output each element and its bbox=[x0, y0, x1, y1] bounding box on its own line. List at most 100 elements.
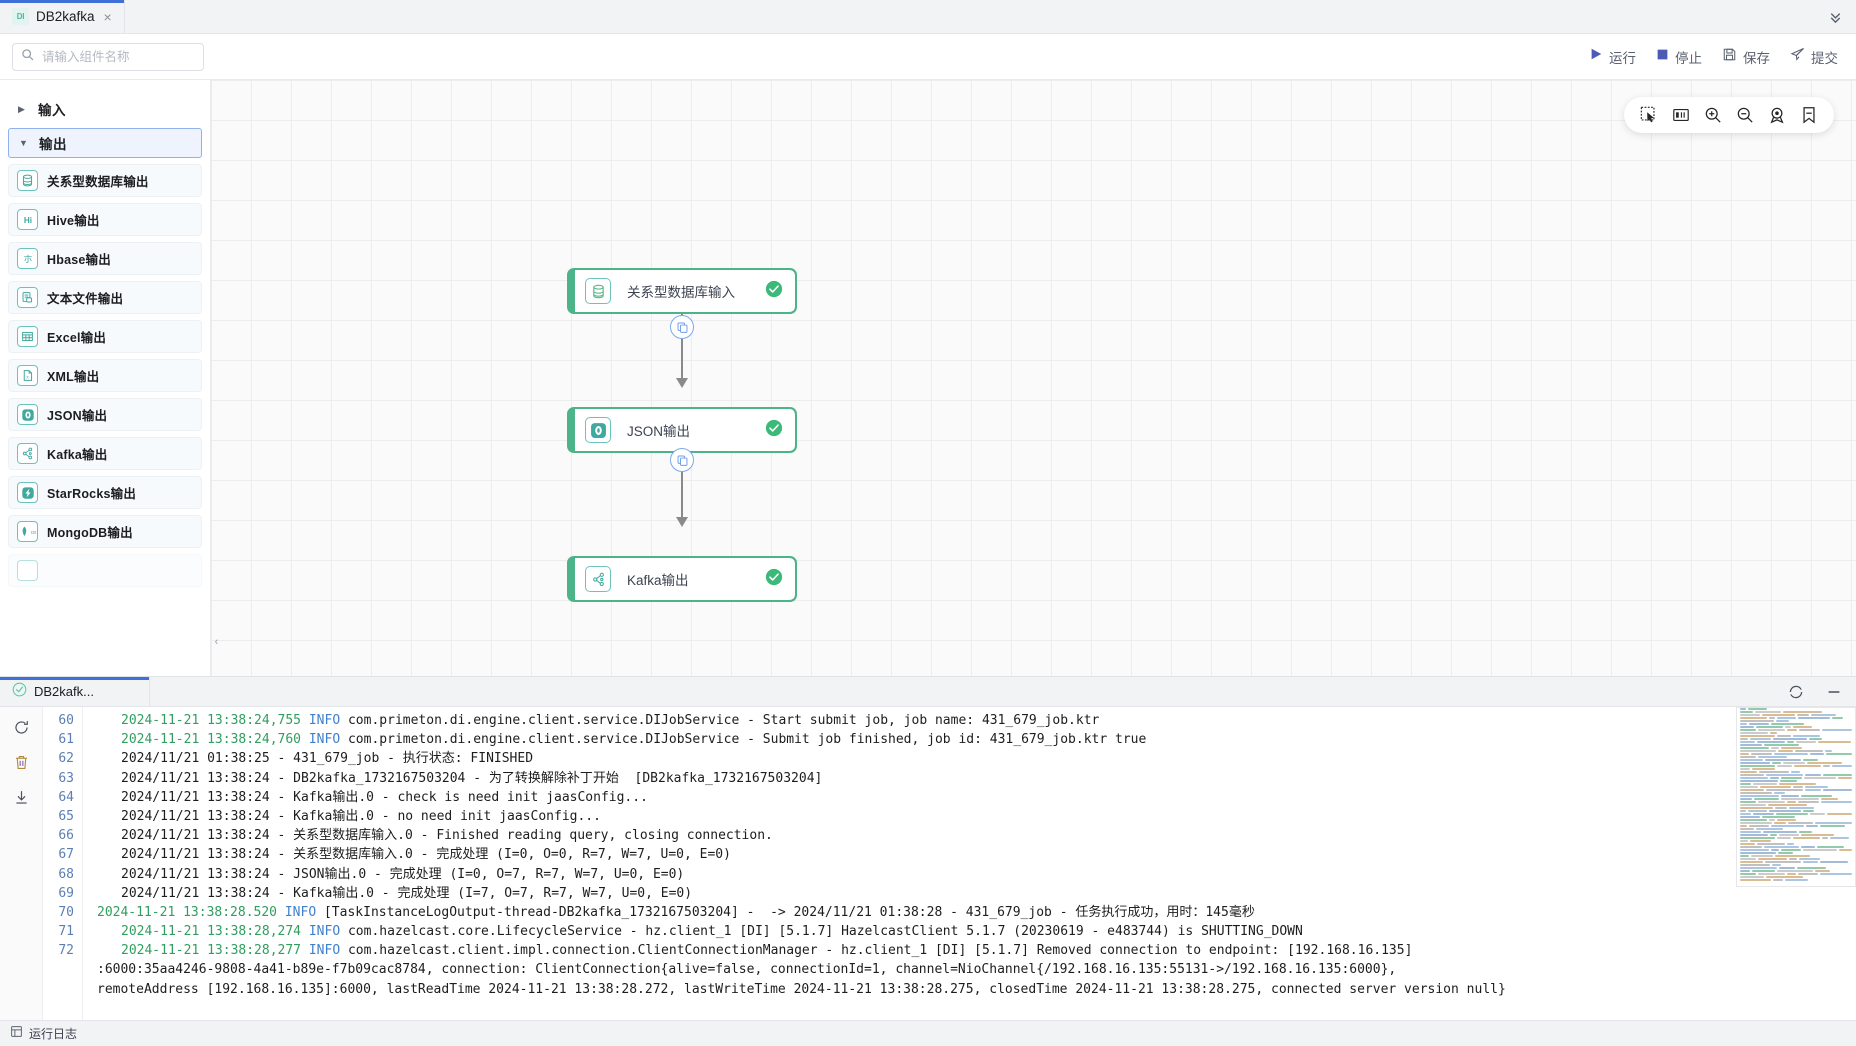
flow-node-rdb-input[interactable]: 关系型数据库输入 bbox=[567, 268, 797, 314]
run-button[interactable]: 运行 bbox=[1589, 47, 1636, 67]
minimap-row bbox=[1737, 723, 1855, 726]
stop-label: 停止 bbox=[1675, 50, 1702, 66]
palette-group-input[interactable]: ▶ 输入 bbox=[8, 94, 202, 124]
palette-item-mongodb-output[interactable]: DB MongoDB输出 bbox=[8, 515, 202, 548]
log-tab-db2kafka[interactable]: DB2kafk... bbox=[0, 677, 150, 706]
minimap-row bbox=[1737, 711, 1855, 714]
log-line-number: 68 bbox=[58, 866, 74, 882]
minimap-row bbox=[1737, 786, 1855, 789]
flow-canvas[interactable]: 关系型数据库输入 bbox=[211, 80, 1856, 676]
component-search[interactable] bbox=[12, 42, 204, 71]
flow-edge-arrow-1 bbox=[676, 378, 688, 388]
minimap-row bbox=[1737, 855, 1855, 858]
tab-title: DB2kafka bbox=[36, 9, 95, 24]
minimap-row bbox=[1737, 714, 1855, 717]
palette-item-label: Excel输出 bbox=[47, 331, 107, 345]
minimap-row bbox=[1737, 843, 1855, 846]
palette-item-json-output[interactable]: JSON输出 bbox=[8, 398, 202, 431]
log-timestamp: 2024-11-21 13:38:28,274 bbox=[121, 924, 309, 940]
zoom-out-icon[interactable] bbox=[1736, 106, 1754, 124]
minimap-row bbox=[1737, 819, 1855, 822]
minimap-row bbox=[1737, 726, 1855, 729]
zoom-in-icon[interactable] bbox=[1704, 106, 1722, 124]
log-message: 2024/11/21 13:38:24 - Kafka输出.0 - 完成处理 (… bbox=[121, 885, 693, 901]
log-message: 2024/11/21 13:38:24 - JSON输出.0 - 完成处理 (I… bbox=[121, 866, 685, 882]
minimap-row bbox=[1737, 849, 1855, 852]
palette-item-starrocks-output[interactable]: StarRocks输出 bbox=[8, 476, 202, 509]
minimize-icon[interactable] bbox=[1826, 684, 1842, 700]
minimap-row bbox=[1737, 879, 1855, 882]
trash-icon[interactable] bbox=[13, 754, 30, 771]
save-button[interactable]: 保存 bbox=[1722, 47, 1770, 67]
log-line: 2024/11/21 13:38:24 - DB2kafka_173216750… bbox=[97, 769, 1856, 788]
hive-icon: Hi bbox=[17, 209, 38, 230]
check-circle-icon bbox=[765, 568, 783, 591]
palette-item-label: StarRocks输出 bbox=[47, 487, 137, 501]
palette-collapse-handle[interactable]: ‹ bbox=[214, 636, 219, 648]
select-box-icon[interactable] bbox=[1640, 106, 1658, 124]
minimap-row bbox=[1737, 825, 1855, 828]
palette-item-partial[interactable] bbox=[8, 554, 202, 587]
minimap-row bbox=[1737, 798, 1855, 801]
log-line-number: 66 bbox=[58, 828, 74, 844]
palette-item-rdb-output[interactable]: 关系型数据库输出 bbox=[8, 164, 202, 197]
bookmark-icon[interactable] bbox=[1800, 106, 1818, 124]
minimap-row bbox=[1737, 732, 1855, 735]
minimap-row bbox=[1737, 774, 1855, 777]
minimap-row bbox=[1737, 831, 1855, 834]
minimap-row bbox=[1737, 864, 1855, 867]
log-line-number: 69 bbox=[58, 885, 74, 901]
palette-item-hbase-output[interactable]: 朩 Hbase输出 bbox=[8, 242, 202, 275]
log-message: com.hazelcast.client.impl.connection.Cli… bbox=[340, 943, 1413, 959]
flow-edge-1 bbox=[681, 314, 683, 386]
generic-icon bbox=[17, 560, 38, 581]
copy-icon[interactable] bbox=[670, 448, 694, 472]
submit-button[interactable]: 提交 bbox=[1790, 47, 1838, 67]
toolbar-actions: 运行 停止 保存 bbox=[1589, 47, 1838, 67]
minimap-row bbox=[1737, 735, 1855, 738]
flow-node-kafka-output[interactable]: Kafka输出 bbox=[567, 556, 797, 602]
minimap-row bbox=[1737, 867, 1855, 870]
stop-button[interactable]: 停止 bbox=[1656, 47, 1702, 67]
refresh-icon[interactable] bbox=[1788, 684, 1804, 700]
fit-view-icon[interactable] bbox=[1672, 106, 1690, 124]
minimap-row bbox=[1737, 744, 1855, 747]
minimap-row bbox=[1737, 738, 1855, 741]
save-label: 保存 bbox=[1743, 50, 1770, 66]
copy-icon[interactable] bbox=[670, 315, 694, 339]
close-icon[interactable]: × bbox=[103, 8, 112, 25]
log-message: com.primeton.di.engine.client.service.DI… bbox=[340, 732, 1147, 748]
flow-node-json-output[interactable]: JSON输出 bbox=[567, 407, 797, 453]
reload-icon[interactable] bbox=[13, 719, 30, 736]
minimap-row bbox=[1737, 708, 1855, 711]
database-icon bbox=[17, 170, 38, 191]
log-message: [TaskInstanceLogOutput-thread-DB2kafka_1… bbox=[316, 904, 1255, 920]
search-input[interactable] bbox=[40, 48, 195, 65]
palette-item-excel-output[interactable]: Excel输出 bbox=[8, 320, 202, 353]
palette-group-output[interactable]: ▼ 输出 bbox=[8, 128, 202, 158]
log-header-tools bbox=[1788, 684, 1842, 700]
log-minimap[interactable] bbox=[1736, 707, 1856, 887]
palette-item-textfile-output[interactable]: 文本文件输出 bbox=[8, 281, 202, 314]
tab-db2kafka[interactable]: DI DB2kafka × bbox=[0, 0, 125, 33]
download-icon[interactable] bbox=[13, 789, 30, 806]
palette-item-kafka-output[interactable]: Kafka输出 bbox=[8, 437, 202, 470]
palette-item-label: MongoDB输出 bbox=[47, 526, 133, 540]
palette-item-xml-output[interactable]: x XML输出 bbox=[8, 359, 202, 392]
log-timestamp: 2024-11-21 13:38:28,277 bbox=[121, 943, 309, 959]
locate-icon[interactable] bbox=[1768, 106, 1786, 124]
minimap-row bbox=[1737, 795, 1855, 798]
chevrons-down-icon[interactable] bbox=[1827, 0, 1844, 33]
log-message: 2024/11/21 01:38:25 - 431_679_job - 执行状态… bbox=[121, 751, 534, 767]
palette-item-hive-output[interactable]: Hi Hive输出 bbox=[8, 203, 202, 236]
log-level: INFO bbox=[284, 904, 317, 920]
json-icon bbox=[17, 404, 38, 425]
toolbar: 运行 停止 保存 bbox=[0, 34, 1856, 80]
log-line-number: 72 bbox=[58, 943, 74, 959]
log-line-number: 64 bbox=[58, 789, 74, 805]
minimap-row bbox=[1737, 780, 1855, 783]
log-timestamp: 2024-11-21 13:38:28.520 bbox=[97, 904, 285, 920]
minimap-row bbox=[1737, 747, 1855, 750]
